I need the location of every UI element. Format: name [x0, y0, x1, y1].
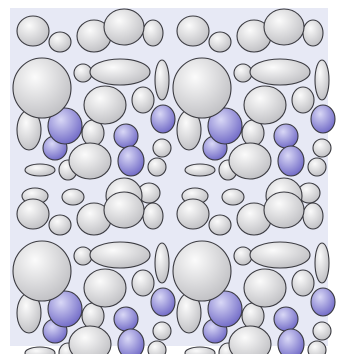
violet-ellipse — [207, 107, 243, 145]
grey-ellipse — [83, 268, 127, 308]
grey-ellipse — [302, 202, 324, 230]
grey-ellipse — [312, 138, 332, 158]
violet-ellipse — [113, 306, 139, 332]
grey-ellipse — [291, 269, 315, 297]
grey-ellipse — [142, 19, 164, 47]
grey-ellipse — [307, 340, 327, 354]
grey-ellipse — [176, 15, 210, 47]
grey-ellipse — [228, 142, 272, 180]
grey-ellipse — [233, 63, 253, 83]
grey-ellipse — [16, 15, 50, 47]
grey-ellipse — [307, 157, 327, 177]
violet-ellipse — [150, 104, 176, 134]
grey-ellipse — [131, 269, 155, 297]
grey-ellipse — [221, 188, 245, 206]
grey-ellipse — [48, 31, 72, 53]
grey-ellipse — [184, 346, 216, 354]
grey-ellipse — [152, 138, 172, 158]
grey-ellipse — [228, 325, 272, 354]
ellipse-layer — [12, 8, 336, 354]
grey-ellipse — [184, 163, 216, 177]
grey-ellipse — [312, 321, 332, 341]
grey-ellipse — [83, 85, 127, 125]
violet-ellipse — [47, 290, 83, 328]
violet-ellipse — [117, 145, 145, 177]
grey-ellipse — [48, 214, 72, 236]
grey-ellipse — [103, 191, 145, 229]
grey-ellipse — [24, 346, 56, 354]
grey-ellipse — [302, 19, 324, 47]
violet-ellipse — [310, 287, 336, 317]
violet-ellipse — [277, 328, 305, 354]
grey-ellipse — [208, 214, 232, 236]
violet-ellipse — [273, 306, 299, 332]
grey-ellipse — [147, 157, 167, 177]
grey-ellipse — [89, 58, 151, 86]
grey-ellipse — [16, 198, 50, 230]
grey-ellipse — [314, 59, 330, 101]
violet-ellipse — [207, 290, 243, 328]
grey-ellipse — [73, 246, 93, 266]
grey-ellipse — [243, 268, 287, 308]
violet-ellipse — [310, 104, 336, 134]
grey-ellipse — [291, 86, 315, 114]
grey-ellipse — [12, 240, 72, 302]
grey-ellipse — [12, 57, 72, 119]
grey-ellipse — [249, 58, 311, 86]
grey-ellipse — [172, 57, 232, 119]
grey-ellipse — [249, 241, 311, 269]
violet-ellipse — [273, 123, 299, 149]
grey-ellipse — [176, 198, 210, 230]
violet-ellipse — [150, 287, 176, 317]
grey-ellipse — [314, 242, 330, 284]
grey-ellipse — [233, 246, 253, 266]
grey-ellipse — [154, 59, 170, 101]
grey-ellipse — [154, 242, 170, 284]
grey-ellipse — [142, 202, 164, 230]
grey-ellipse — [68, 142, 112, 180]
grey-ellipse — [263, 191, 305, 229]
grey-ellipse — [103, 8, 145, 46]
grey-ellipse — [73, 63, 93, 83]
grey-ellipse — [243, 85, 287, 125]
violet-ellipse — [277, 145, 305, 177]
grey-ellipse — [263, 8, 305, 46]
grey-ellipse — [24, 163, 56, 177]
grey-ellipse — [152, 321, 172, 341]
grey-ellipse — [172, 240, 232, 302]
violet-ellipse — [47, 107, 83, 145]
grey-ellipse — [208, 31, 232, 53]
grey-ellipse — [131, 86, 155, 114]
violet-ellipse — [117, 328, 145, 354]
grey-ellipse — [68, 325, 112, 354]
grey-ellipse — [89, 241, 151, 269]
grey-ellipse — [61, 188, 85, 206]
violet-ellipse — [113, 123, 139, 149]
grey-ellipse — [147, 340, 167, 354]
